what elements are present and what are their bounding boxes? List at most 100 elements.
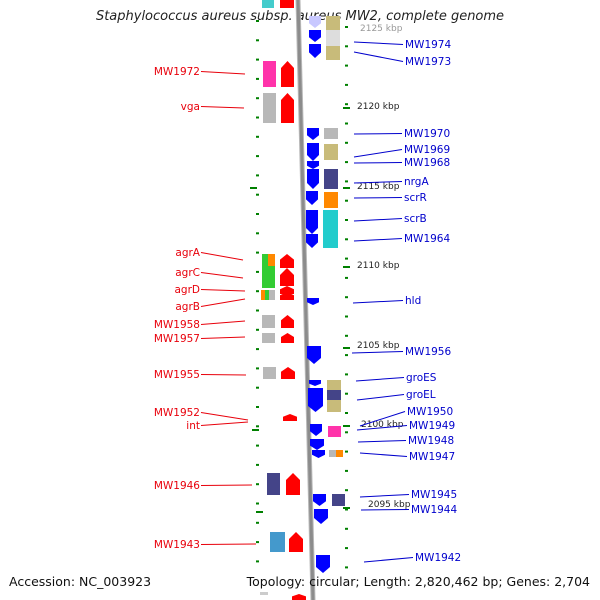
gene-arrow-up [292,594,306,600]
gene-block [328,426,341,437]
right-tick [345,103,348,106]
right-leader-line [353,197,403,199]
scale-label: 2100 kbp [361,420,404,430]
left-leader-line [200,543,257,545]
right-tick [345,141,348,144]
right-gene-label: MW1973 [405,56,451,68]
left-tick [256,270,259,273]
right-leader-line [353,41,404,45]
gene-block [262,266,275,288]
right-gene-label: MW1974 [405,39,451,51]
gene-arrow-up [280,286,294,294]
left-leader-line [200,421,249,426]
left-tick [256,309,259,312]
right-tick [345,334,348,337]
gene-block [262,315,275,328]
right-tick [345,257,348,260]
right-leader-line [353,133,403,135]
right-leader-line [353,218,403,222]
right-tick [345,566,348,569]
gene-block [324,192,338,208]
gene-arrow-up [283,414,297,421]
right-tick [345,392,348,395]
left-tick [256,97,259,100]
left-gene-label: vga [181,101,200,113]
right-tick [345,64,348,67]
left-tick [256,560,259,563]
left-tick [256,116,259,119]
gene-arrow-down [306,210,318,234]
left-tick [256,386,259,389]
left-leader-line [200,289,246,292]
gene-block [269,290,275,300]
right-leader-line [359,452,408,457]
right-gene-label: MW1944 [411,504,457,516]
gene-block [263,93,276,123]
right-tick [345,450,348,453]
left-tick [256,502,259,505]
gene-arrow-down [306,191,318,205]
gene-arrow-up [286,473,300,495]
gene-arrow-up [281,333,294,343]
gene-block [261,290,265,300]
left-tick [256,348,259,351]
gene-arrow-down [306,234,318,248]
right-major-tick [343,507,350,509]
left-leader-line [200,71,246,75]
gene-arrow-up [280,292,294,300]
left-major-tick [252,429,259,431]
left-tick [256,155,259,158]
left-tick [256,483,259,486]
right-gene-label: MW1945 [411,489,457,501]
right-leader-line [359,411,406,427]
left-tick [256,290,259,293]
right-leader-line [353,162,403,164]
right-tick [345,431,348,434]
left-gene-label: MW1946 [154,480,200,492]
left-gene-label: int [186,420,200,432]
right-tick [345,199,348,202]
right-gene-label: MW1948 [408,435,454,447]
right-leader-line [353,181,403,184]
left-tick [256,463,259,466]
gene-arrow-down [307,143,319,161]
gene-arrow-down [312,450,325,458]
right-tick [345,315,348,318]
left-gene-labels: MW1972vgaagrAagrCagrDagrBMW1958MW1957MW1… [154,66,257,551]
right-tick [345,354,348,357]
right-tick [345,26,348,28]
right-gene-label: groEL [406,389,436,401]
gene-block [336,450,343,457]
gene-block [329,450,336,457]
left-tick [256,541,259,544]
left-major-tick [256,511,263,513]
left-leader-line [200,298,246,307]
right-gene-labels: MW1974MW1973MW1970MW1969MW1968nrgAscrRsc… [351,39,461,564]
right-tick [345,489,348,492]
right-tick [345,508,348,511]
right-tick [345,469,348,472]
right-tick [345,276,348,279]
left-leader-line [200,336,246,339]
right-leader-line [359,494,410,498]
scale-label: 2120 kbp [357,102,400,112]
left-gene-label: agrB [175,301,200,313]
gene-arrow-down [307,128,319,140]
right-gene-label: MW1964 [404,233,450,245]
right-tick [345,412,348,414]
left-tick [256,20,259,22]
left-gene-label: MW1958 [154,319,200,331]
right-major-tick [343,107,350,109]
left-major-tick [250,187,257,189]
left-tick [256,425,259,428]
right-gene-label: MW1969 [404,144,450,156]
scale-label: 2105 kbp [357,341,400,351]
left-tick [256,328,259,331]
left-tick [256,367,259,370]
gene-block [323,232,338,248]
gene-block [324,169,338,189]
gene-arrow-down [308,388,323,412]
gene-arrow-up [289,532,303,552]
right-gene-label: MW1942 [415,552,461,564]
